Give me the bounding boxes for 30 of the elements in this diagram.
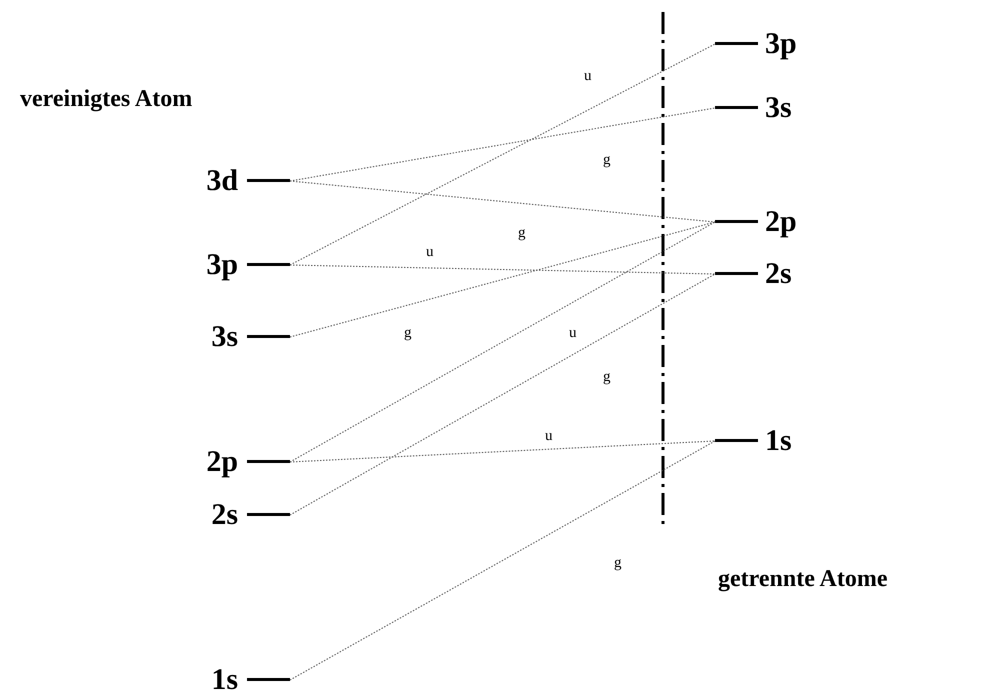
level-label: 2p	[206, 444, 238, 480]
level-label: 3s	[211, 319, 238, 355]
level-label: 1s	[765, 423, 792, 459]
symmetry-label: u	[426, 244, 434, 261]
correlation-line	[290, 222, 716, 462]
correlation-line	[290, 440, 716, 680]
correlation-line	[290, 222, 716, 338]
symmetry-label: u	[569, 325, 576, 342]
symmetry-label: g	[518, 225, 526, 242]
level-label: 2s	[211, 497, 238, 533]
level-label: 3p	[206, 247, 238, 283]
symmetry-label: u	[545, 428, 552, 445]
level-label: 1s	[211, 662, 238, 696]
level-label: 2p	[765, 204, 797, 240]
level-label: 2s	[765, 256, 792, 292]
side-heading: getrennte Atome	[718, 566, 888, 593]
level-label: 3d	[206, 163, 238, 199]
correlation-line	[290, 44, 716, 266]
symmetry-label: g	[404, 325, 412, 342]
correlation-line	[290, 440, 716, 462]
symmetry-label: g	[603, 369, 610, 386]
symmetry-label: g	[603, 152, 610, 169]
level-label: 3s	[765, 90, 792, 126]
side-heading: vereinigtes Atom	[20, 86, 192, 113]
level-label: 3p	[765, 26, 797, 62]
symmetry-label: u	[584, 68, 592, 85]
correlation-line	[290, 180, 716, 222]
correlation-line	[290, 264, 716, 274]
correlation-line	[290, 274, 716, 516]
symmetry-label: g	[614, 555, 622, 572]
